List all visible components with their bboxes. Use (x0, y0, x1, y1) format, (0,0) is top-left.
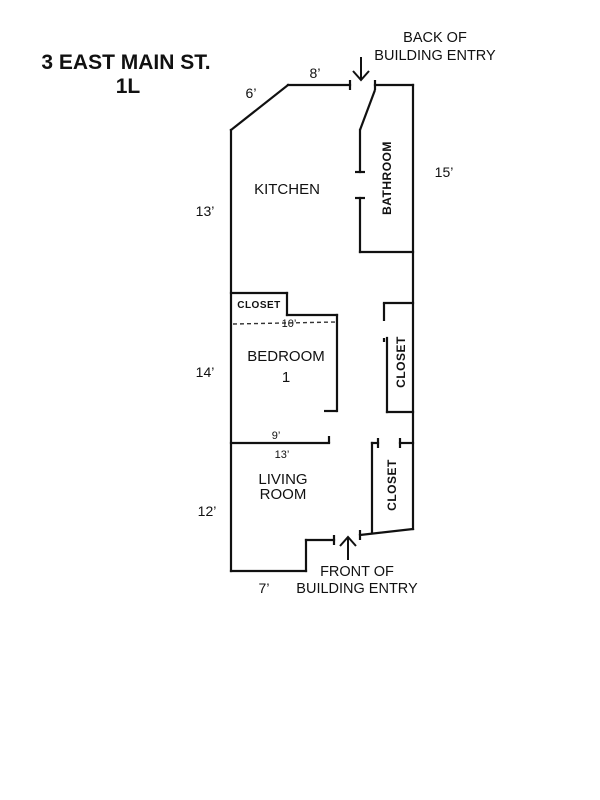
bedroom-label: BEDROOM (247, 348, 325, 365)
kitchen-label: KITCHEN (254, 181, 320, 198)
back-entry-arrow-icon (352, 57, 370, 82)
bathroom-walls (355, 128, 415, 254)
back-door (348, 80, 377, 131)
dimension-living-left: 12’ (198, 503, 217, 519)
dimension-right: 15’ (435, 164, 454, 180)
front-entry-label-line1: FRONT OF (320, 564, 394, 580)
living-room-label-line2: ROOM (260, 486, 307, 503)
back-entry-label-line1: BACK OF (403, 30, 467, 46)
dimension-angle: 6’ (246, 85, 257, 101)
bedroom-number-label: 1 (282, 369, 290, 386)
front-entry-arrow-icon (339, 535, 357, 560)
address-title: 3 EAST MAIN ST. (41, 51, 210, 74)
bathroom-label: BATHROOM (380, 141, 394, 215)
closet-top-label: CLOSET (237, 300, 281, 311)
closet-right-lower-label: CLOSET (385, 459, 399, 511)
back-entry-label-line2: BUILDING ENTRY (374, 48, 496, 64)
front-door (332, 530, 362, 545)
closet-right-upper-label: CLOSET (394, 336, 408, 388)
exterior-walls (229, 83, 415, 573)
dimension-bedroom-left: 14’ (196, 364, 215, 380)
dimension-bedroom-width: 10’ (282, 318, 297, 330)
unit-title: 1L (116, 75, 141, 98)
bedroom-walls (229, 291, 339, 445)
right-closet-walls (370, 301, 415, 535)
dimension-kitchen-left: 13’ (196, 203, 215, 219)
front-entry-label-line2: BUILDING ENTRY (296, 581, 418, 597)
dimension-living-top: 13’ (275, 449, 290, 461)
dimension-top: 8’ (310, 65, 321, 81)
dimension-bedroom-bottom: 9’ (272, 430, 281, 442)
living-room-label-line1: LIVING (258, 471, 307, 488)
dimension-bottom: 7’ (259, 580, 270, 596)
